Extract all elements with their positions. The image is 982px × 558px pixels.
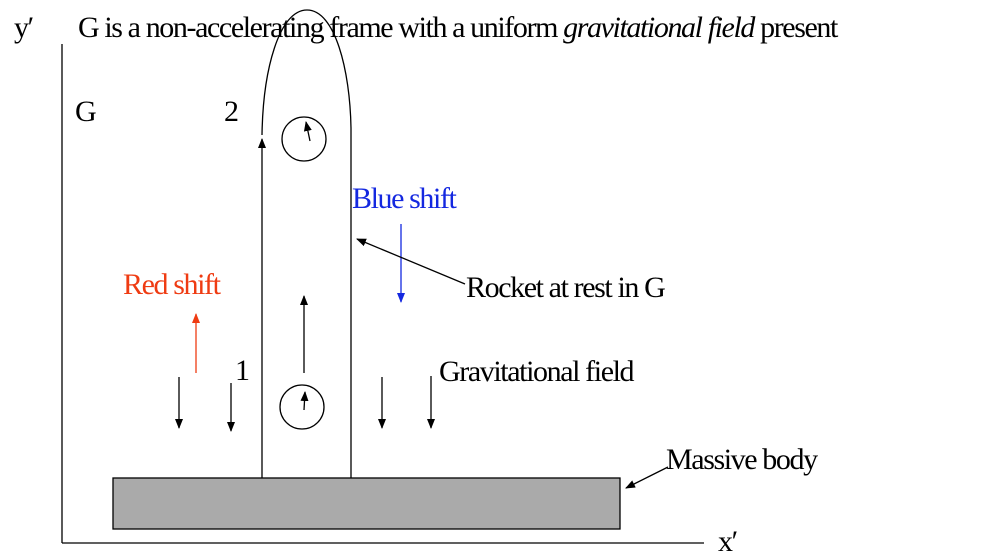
point-1-label: 1: [235, 354, 250, 387]
rocket-label: Rocket at rest in G: [466, 271, 666, 304]
title-part: present: [754, 11, 838, 44]
point-2-label: 2: [224, 95, 239, 128]
field-label: Gravitational field: [439, 355, 635, 388]
title-emphasis: gravitational field: [563, 11, 755, 44]
rocket-pointer-arrow: [356, 238, 466, 285]
clock-icon-top: [281, 116, 327, 162]
x-axis-label: x′: [718, 525, 738, 558]
red-shift-label: Red shift: [123, 268, 221, 301]
rocket-worldline: [261, 9, 352, 478]
frame-label: G: [75, 95, 97, 128]
diagram-title: G is a non-accelerating frame with a uni…: [78, 11, 838, 44]
clock-icon-bottom: [279, 384, 325, 430]
y-axis-label: y′: [14, 11, 34, 44]
body-pointer-arrow: [625, 466, 669, 489]
massive-body-label: Massive body: [666, 443, 818, 476]
title-part: G is a non-accelerating frame with a uni…: [78, 11, 564, 44]
blue-shift-label: Blue shift: [352, 182, 457, 215]
massive-body-block: [112, 477, 621, 530]
